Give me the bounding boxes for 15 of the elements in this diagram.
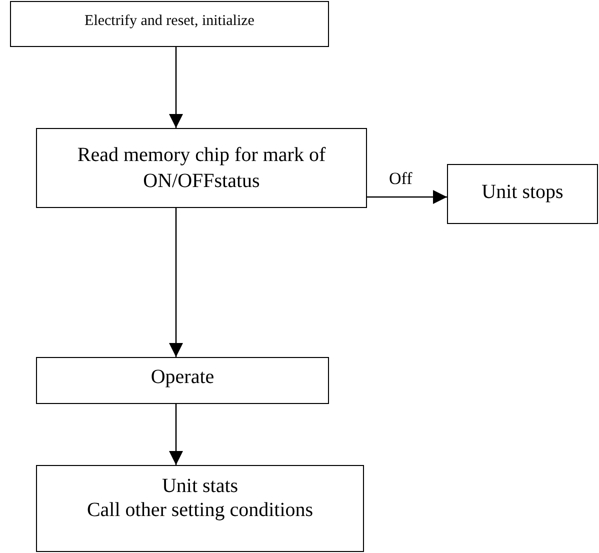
process-box [447, 164, 598, 224]
process-box [36, 357, 329, 404]
box-text: Unit stops [480, 180, 564, 205]
arrow [169, 47, 183, 128]
arrow [169, 404, 183, 465]
process-box [36, 128, 367, 208]
box-text: Call other setting conditions [86, 498, 314, 522]
process-box [10, 1, 329, 47]
arrow [367, 190, 447, 204]
box-text: Electrify and reset, initialize [84, 12, 256, 31]
box-text: Operate [150, 365, 216, 390]
box-text: Read memory chip for mark of ON/OFFstatus [77, 143, 326, 194]
box-text: Unit stats [160, 474, 240, 498]
process-box [36, 465, 364, 552]
arrow [169, 208, 183, 357]
